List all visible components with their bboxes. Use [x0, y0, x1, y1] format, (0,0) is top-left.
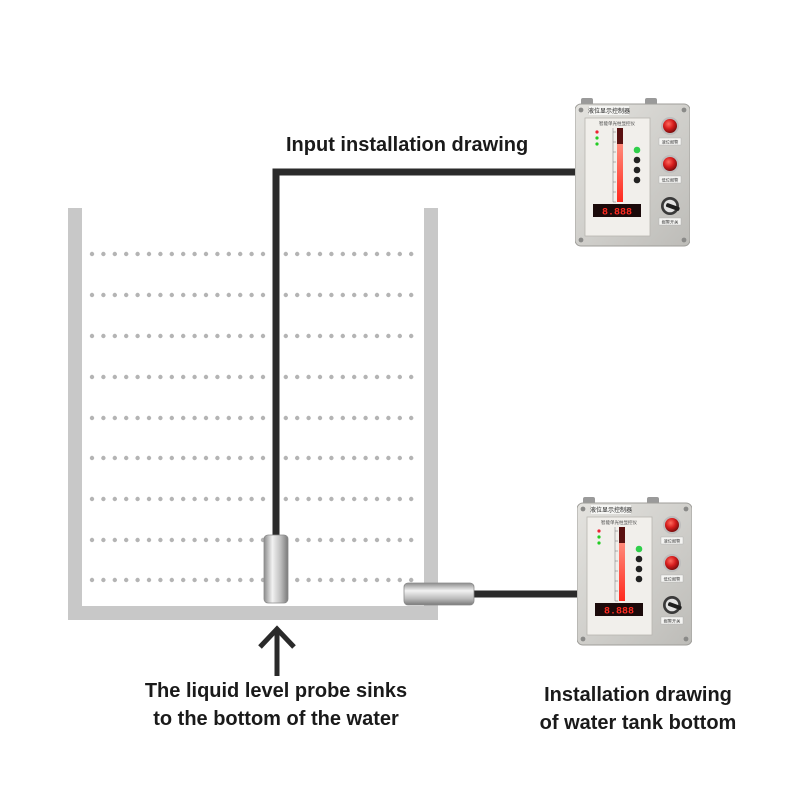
label-input-installation: Input installation drawing: [286, 134, 529, 156]
tank-left-wall: [68, 208, 82, 620]
label-bottom-line1: Installation drawing: [544, 684, 732, 706]
label-probe-line2: to the bottom of the water: [153, 708, 399, 730]
probe-cable-top: [272, 168, 576, 538]
water-tank: [68, 208, 438, 620]
side-mounted-probe: [403, 582, 475, 606]
bottom-installation: [403, 496, 692, 646]
submersible-probe: [263, 534, 289, 604]
label-probe-line1: The liquid level probe sinks: [144, 680, 408, 702]
tank-bottom: [68, 606, 438, 620]
tank-right-wall: [424, 208, 438, 620]
top-installation: [263, 97, 690, 604]
up-arrow-icon: [258, 625, 296, 676]
level-controller-top: [575, 97, 690, 247]
label-bottom-line2: of water tank bottom: [539, 712, 737, 734]
level-controller-bottom: [577, 496, 692, 646]
water-level-dots: [89, 251, 414, 583]
